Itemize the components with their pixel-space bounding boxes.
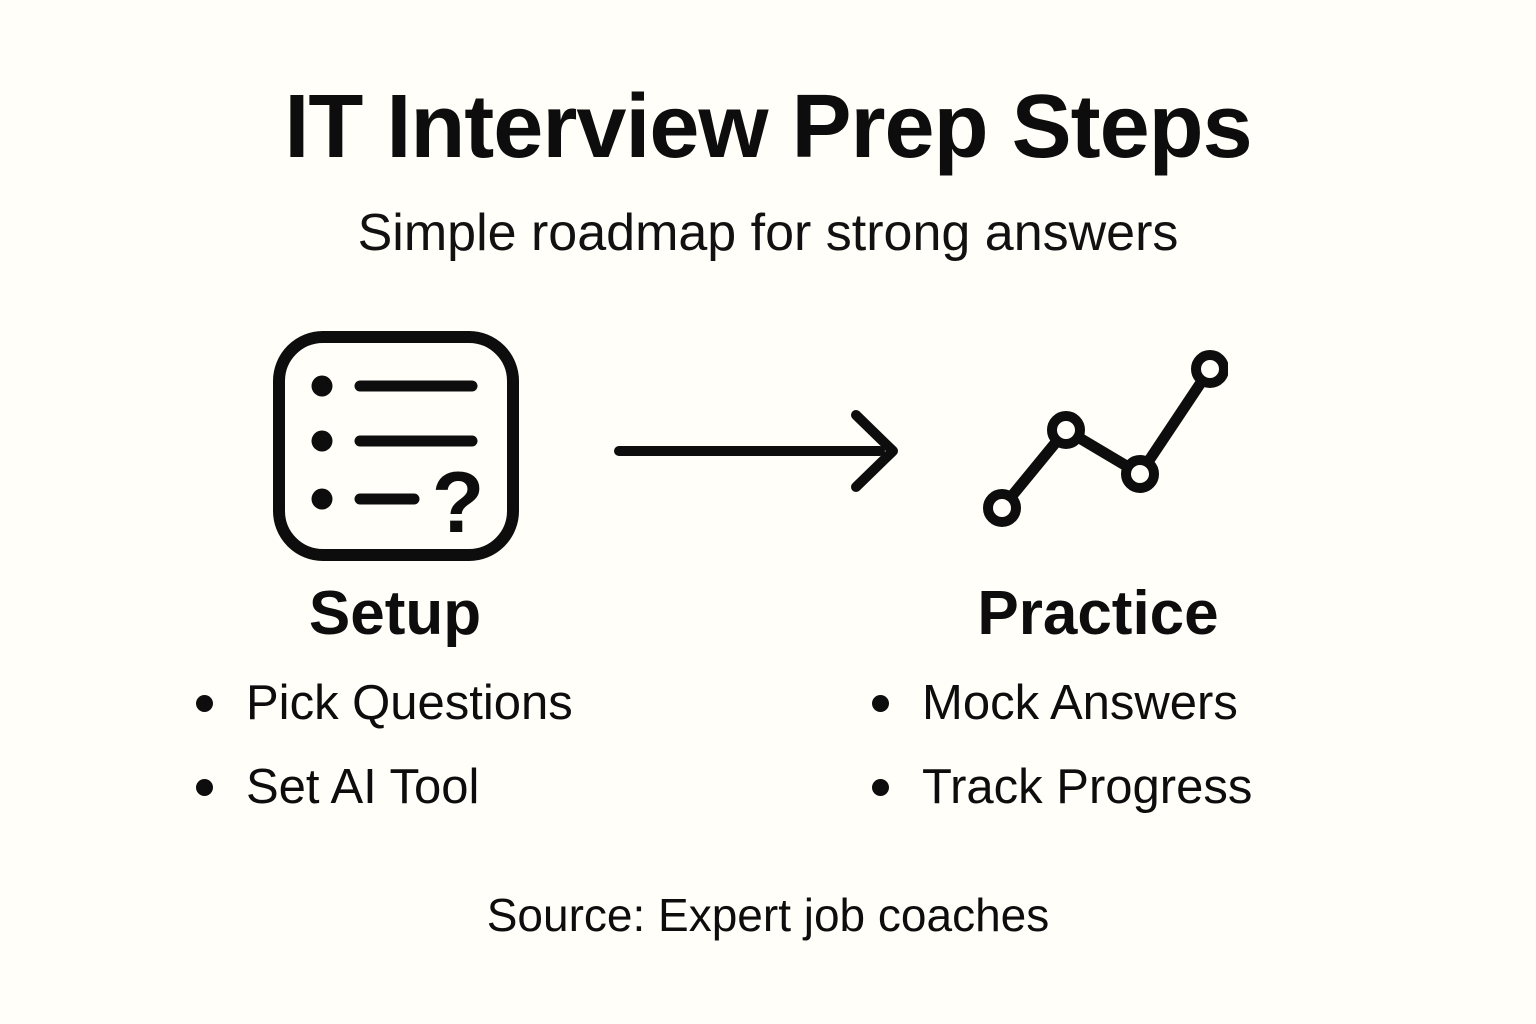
list-item: Set AI Tool <box>196 756 573 818</box>
list-item-label: Mock Answers <box>922 676 1238 730</box>
bullet-dot <box>872 694 889 712</box>
question-checklist-icon: ? <box>273 331 519 561</box>
step-label-setup: Setup <box>308 579 482 648</box>
step-label-practice: Practice <box>977 579 1219 648</box>
list-item: Pick Questions <box>196 672 573 734</box>
bullet-dot <box>196 694 213 712</box>
setup-bullet-list: Pick Questions Set AI Tool <box>196 672 573 818</box>
list-item-label: Pick Questions <box>246 676 573 730</box>
right-arrow-icon <box>614 410 898 492</box>
list-item: Mock Answers <box>872 672 1252 734</box>
list-item-label: Set AI Tool <box>246 760 480 814</box>
practice-bullet-list: Mock Answers Track Progress <box>872 672 1252 818</box>
bullet-dot <box>196 778 213 796</box>
progress-line-chart-icon <box>983 350 1228 527</box>
list-item: Track Progress <box>872 756 1252 818</box>
bullet-dot <box>872 778 889 796</box>
source-caption: Source: Expert job coaches <box>486 889 1050 941</box>
list-item-label: Track Progress <box>922 760 1253 814</box>
page-subtitle: Simple roadmap for strong answers <box>357 204 1179 262</box>
page-title: IT Interview Prep Steps <box>284 77 1252 177</box>
question-mark-glyph: ? <box>432 455 485 551</box>
